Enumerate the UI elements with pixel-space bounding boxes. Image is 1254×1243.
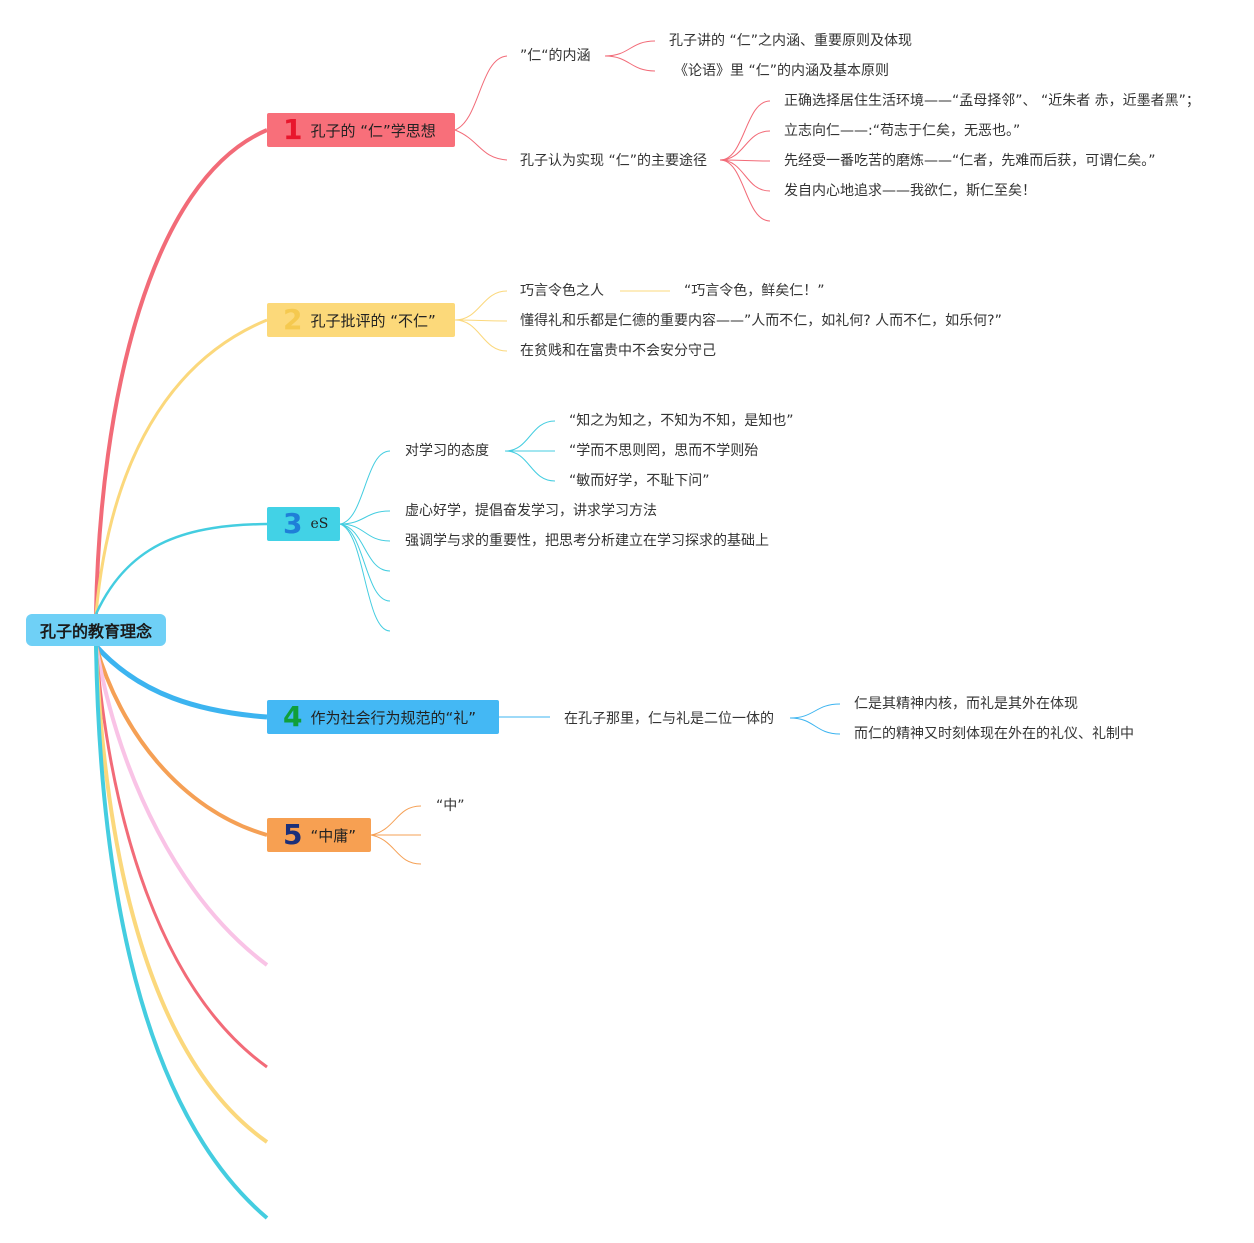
link-b2-2 bbox=[454, 319, 508, 322]
branch-1-topic[interactable]: 1 孔子的 “仁”学思想 bbox=[267, 113, 455, 147]
link-root-extra-cyan bbox=[94, 645, 269, 1220]
subtopic-1-2-1[interactable]: 正确选择居住生活环境——“孟母择邻”、 “近朱者 赤，近墨者黑”； bbox=[784, 93, 1200, 109]
subtopic-1-1-2[interactable]: 《论语》里 “仁”的内涵及基本原则 bbox=[674, 63, 889, 79]
link-b3-2 bbox=[339, 510, 391, 525]
link-b5-3 bbox=[370, 834, 422, 865]
branch-5-topic[interactable]: 5 “中庸” bbox=[267, 818, 371, 852]
link-b1-1-1 bbox=[604, 40, 656, 57]
branch-3-label: eS bbox=[310, 516, 329, 532]
branch-5-label: “中庸” bbox=[310, 826, 357, 845]
subtopic-1-1-1[interactable]: 孔子讲的 “仁”之内涵、重要原则及体现 bbox=[669, 33, 912, 49]
link-b5-1 bbox=[370, 805, 422, 836]
subtopic-4-1-2[interactable]: 而仁的精神又时刻体现在外在的礼仪、礼制中 bbox=[854, 726, 1134, 742]
subtopic-4-1-1[interactable]: 仁是其精神内核，而礼是其外在体现 bbox=[854, 696, 1078, 712]
link-b3-1 bbox=[339, 450, 391, 525]
branch-2-topic[interactable]: 2 孔子批评的 “不仁” bbox=[267, 303, 455, 337]
link-root-branch-2 bbox=[94, 318, 268, 615]
subtopic-3-1-2[interactable]: “学而不思则罔，思而不学则殆 bbox=[569, 443, 759, 459]
subtopic-1-2-4[interactable]: 发自内心地追求——我欲仁，斯仁至矣！ bbox=[784, 183, 1036, 199]
branch-2-label: 孔子批评的 “不仁” bbox=[310, 311, 436, 330]
branch-1-number: 1 bbox=[283, 113, 303, 146]
subtopic-3-2[interactable]: 虚心好学，提倡奋发学习，讲求学习方法 bbox=[405, 503, 657, 519]
link-b2-1 bbox=[454, 290, 508, 321]
subtopic-1-2[interactable]: 孔子认为实现 “仁”的主要途径 bbox=[520, 153, 707, 169]
link-b1-2 bbox=[454, 129, 508, 161]
link-root-branch-3 bbox=[94, 522, 268, 615]
link-b3-3 bbox=[339, 523, 391, 542]
subtopic-1-1[interactable]: ”仁“的内涵 bbox=[520, 48, 591, 64]
link-b1-2-4 bbox=[719, 159, 771, 192]
branch-5-number: 5 bbox=[283, 818, 303, 851]
branch-3-topic[interactable]: 3 eS bbox=[267, 507, 340, 541]
subtopic-2-3[interactable]: 在贫贱和在富贵中不会安分守己 bbox=[520, 343, 716, 359]
subtopic-3-3[interactable]: 强调学与求的重要性，把思考分析建立在学习探求的基础上 bbox=[405, 533, 769, 549]
root-topic[interactable]: 孔子的教育理念 bbox=[26, 614, 166, 646]
link-b3-6 bbox=[339, 523, 391, 632]
branch-4-number: 4 bbox=[283, 700, 303, 733]
subtopic-2-1-1[interactable]: “巧言令色，鲜矣仁！” bbox=[684, 283, 825, 299]
subtopic-1-2-2[interactable]: 立志向仁——:“苟志于仁矣，无恶也。” bbox=[784, 123, 1021, 139]
branch-4-topic[interactable]: 4 作为社会行为规范的“礼” bbox=[267, 700, 499, 734]
link-b1-1 bbox=[454, 55, 508, 131]
link-b1-2-1 bbox=[719, 100, 771, 161]
link-b3-1-3 bbox=[504, 450, 556, 482]
link-b3-1-1 bbox=[504, 420, 556, 452]
subtopic-2-1[interactable]: 巧言令色之人 bbox=[520, 283, 604, 299]
subtopic-4-1[interactable]: 在孔子那里，仁与礼是二位一体的 bbox=[564, 711, 774, 727]
link-root-branch-5 bbox=[94, 645, 268, 837]
link-b3-5 bbox=[339, 523, 391, 602]
branch-3-number: 3 bbox=[283, 507, 303, 540]
branch-4-label: 作为社会行为规范的“礼” bbox=[310, 708, 477, 727]
link-b1-2-2 bbox=[719, 130, 771, 161]
link-root-branch-1 bbox=[94, 128, 268, 615]
link-b1-2-5 bbox=[719, 159, 771, 222]
link-b4-1-1 bbox=[789, 703, 841, 719]
link-b1-2-3 bbox=[719, 159, 771, 162]
link-b3-4 bbox=[339, 523, 391, 572]
subtopic-3-1-3[interactable]: “敏而好学，不耻下问” bbox=[569, 473, 710, 489]
branch-1-label: 孔子的 “仁”学思想 bbox=[310, 121, 436, 140]
subtopic-3-1[interactable]: 对学习的态度 bbox=[405, 443, 489, 459]
branch-2-number: 2 bbox=[283, 303, 303, 336]
subtopic-1-2-3[interactable]: 先经受一番吃苦的磨炼——“仁者，先难而后获，可谓仁矣。” bbox=[784, 153, 1156, 169]
link-b2-3 bbox=[454, 319, 508, 352]
subtopic-2-2[interactable]: 懂得礼和乐都是仁德的重要内容——”人而不仁，如礼何? 人而不仁，如乐何?” bbox=[520, 313, 1002, 329]
subtopic-3-1-1[interactable]: “知之为知之，不知为不知，是知也” bbox=[569, 413, 794, 429]
link-b4-1-2 bbox=[789, 717, 841, 735]
link-root-extra-pink bbox=[94, 645, 269, 967]
link-b1-1-2 bbox=[604, 55, 656, 72]
link-root-branch-4 bbox=[94, 644, 268, 720]
subtopic-5-1[interactable]: “中” bbox=[436, 798, 465, 814]
link-root-extra-yellow bbox=[94, 645, 269, 1144]
link-root-extra-red bbox=[94, 645, 268, 1069]
